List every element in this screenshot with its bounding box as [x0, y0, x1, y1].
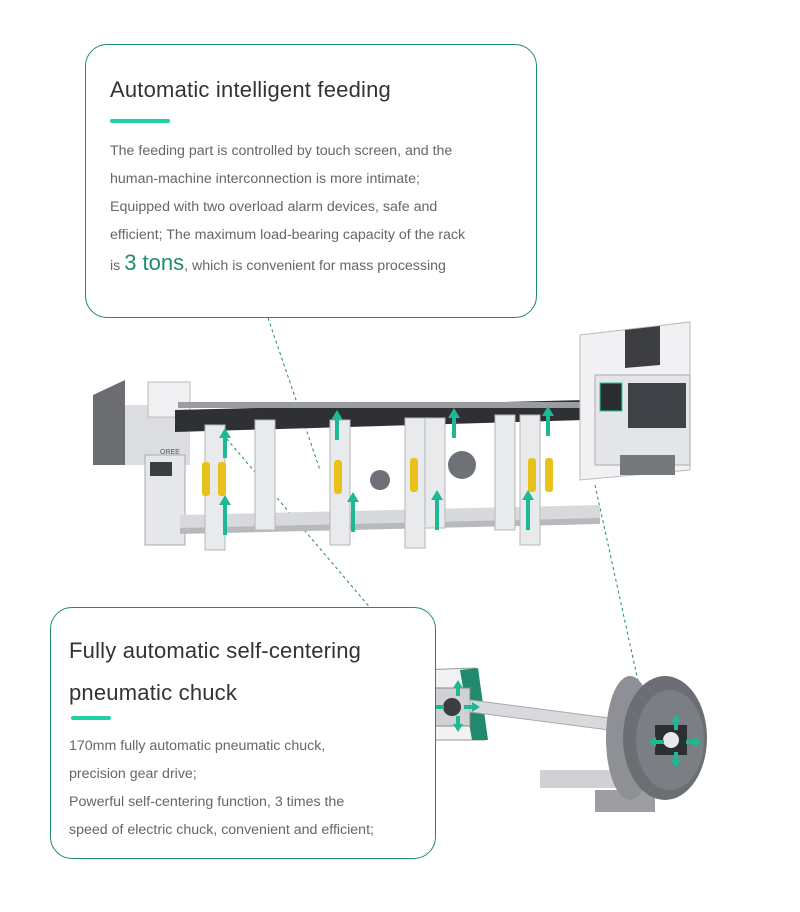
chuck-description: 170mm fully automatic pneumatic chuck, p…: [69, 732, 419, 844]
feeding-card: Automatic intelligent feeding The feedin…: [85, 44, 537, 318]
load-capacity-highlight: 3 tons: [124, 250, 185, 275]
chuck-title: Fully automatic self-centering pneumatic…: [69, 630, 409, 714]
feeding-accent-bar: [110, 119, 170, 123]
chuck-card: Fully automatic self-centering pneumatic…: [50, 607, 436, 859]
chuck-line-4: speed of electric chuck, convenient and …: [69, 822, 374, 838]
brand-label: OREE: [160, 449, 180, 456]
chuck-line-3: Powerful self-centering function, 3 time…: [69, 794, 345, 810]
tube-laser-machine: OREE: [93, 321, 691, 551]
chuck-accent-bar: [71, 716, 111, 720]
chuck-line-2: precision gear drive;: [69, 766, 197, 782]
motion-arrows: [219, 406, 554, 535]
feeding-line-3: Equipped with two overload alarm devices…: [110, 199, 438, 215]
feeding-description: The feeding part is controlled by touch …: [110, 137, 520, 280]
chuck-title-line-2: pneumatic chuck: [69, 680, 238, 705]
feeding-line-5-pre: is: [110, 258, 125, 274]
feeding-line-1: The feeding part is controlled by touch …: [110, 143, 453, 159]
chuck-line-1: 170mm fully automatic pneumatic chuck,: [69, 738, 326, 754]
feeding-title: Automatic intelligent feeding: [110, 77, 391, 102]
feeding-line-5-post: , which is convenient for mass processin…: [184, 258, 446, 274]
feeding-line-4: efficient; The maximum load-bearing capa…: [110, 227, 466, 243]
chuck-title-line-1: Fully automatic self-centering: [69, 638, 362, 663]
feeding-line-2: human-machine interconnection is more in…: [110, 171, 420, 187]
